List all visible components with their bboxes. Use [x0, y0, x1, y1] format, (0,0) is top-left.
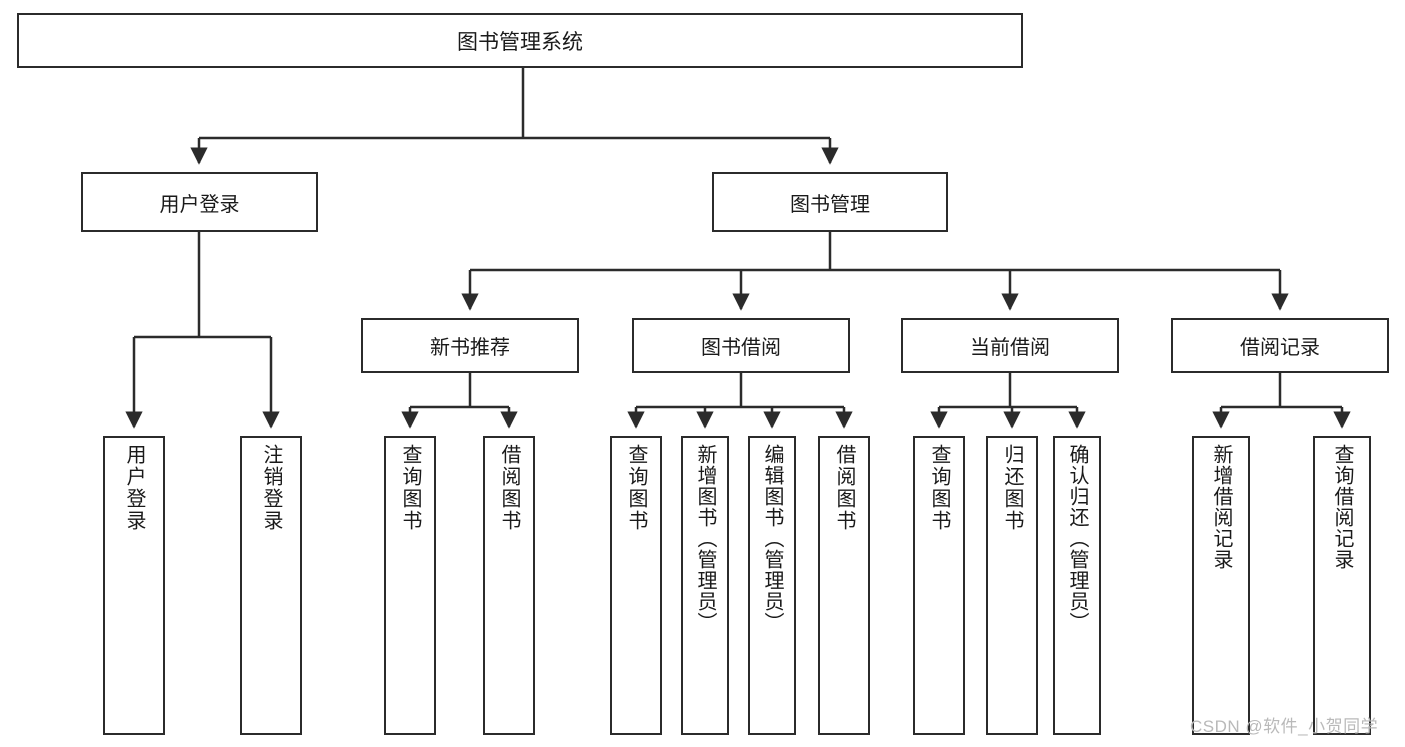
node-book-borrow[interactable]: 图书借阅: [632, 318, 850, 373]
node-leaf-query-book-3-label: 查询图书: [928, 444, 950, 532]
node-leaf-borrow-book-1[interactable]: 借阅图书: [483, 436, 535, 735]
node-leaf-query-record[interactable]: 查询借阅记录: [1313, 436, 1371, 735]
node-current-borrow[interactable]: 当前借阅: [901, 318, 1119, 373]
node-leaf-return-book-label: 归还图书: [1001, 444, 1023, 532]
node-leaf-user-login[interactable]: 用户登录: [103, 436, 165, 735]
node-leaf-add-record-label: 新增借阅记录: [1210, 444, 1232, 570]
node-book-manage[interactable]: 图书管理: [712, 172, 948, 232]
node-leaf-edit-book-label: 编辑图书（管理员）: [761, 444, 783, 633]
node-leaf-add-book[interactable]: 新增图书（管理员）: [681, 436, 729, 735]
node-user-login-label: 用户登录: [159, 193, 240, 216]
watermark: CSDN @软件_小贺同学: [1190, 717, 1379, 736]
node-new-book-rec-label: 新书推荐: [430, 337, 510, 359]
node-leaf-logout[interactable]: 注销登录: [240, 436, 302, 735]
node-root-label: 图书管理系统: [457, 30, 583, 54]
node-leaf-query-record-label: 查询借阅记录: [1331, 444, 1353, 570]
node-leaf-query-book-2-label: 查询图书: [625, 444, 647, 532]
node-leaf-query-book-1-label: 查询图书: [399, 444, 421, 532]
node-leaf-query-book-1[interactable]: 查询图书: [384, 436, 436, 735]
node-current-borrow-label: 当前借阅: [970, 337, 1050, 359]
node-borrow-record-label: 借阅记录: [1240, 337, 1320, 359]
node-leaf-user-login-label: 用户登录: [123, 444, 145, 532]
node-leaf-confirm-return[interactable]: 确认归还（管理员）: [1053, 436, 1101, 735]
node-leaf-confirm-return-label: 确认归还（管理员）: [1066, 444, 1088, 633]
node-leaf-query-book-2[interactable]: 查询图书: [610, 436, 662, 735]
node-new-book-rec[interactable]: 新书推荐: [361, 318, 579, 373]
node-user-login[interactable]: 用户登录: [81, 172, 318, 232]
node-book-borrow-label: 图书借阅: [701, 337, 781, 359]
node-leaf-return-book[interactable]: 归还图书: [986, 436, 1038, 735]
node-leaf-edit-book[interactable]: 编辑图书（管理员）: [748, 436, 796, 735]
node-leaf-borrow-book-1-label: 借阅图书: [498, 444, 520, 532]
node-leaf-borrow-book-2[interactable]: 借阅图书: [818, 436, 870, 735]
node-leaf-logout-label: 注销登录: [260, 444, 282, 532]
node-leaf-add-record[interactable]: 新增借阅记录: [1192, 436, 1250, 735]
node-borrow-record[interactable]: 借阅记录: [1171, 318, 1389, 373]
node-leaf-borrow-book-2-label: 借阅图书: [833, 444, 855, 532]
node-book-manage-label: 图书管理: [790, 193, 870, 216]
node-leaf-add-book-label: 新增图书（管理员）: [694, 444, 716, 633]
node-root[interactable]: 图书管理系统: [17, 13, 1023, 68]
node-leaf-query-book-3[interactable]: 查询图书: [913, 436, 965, 735]
